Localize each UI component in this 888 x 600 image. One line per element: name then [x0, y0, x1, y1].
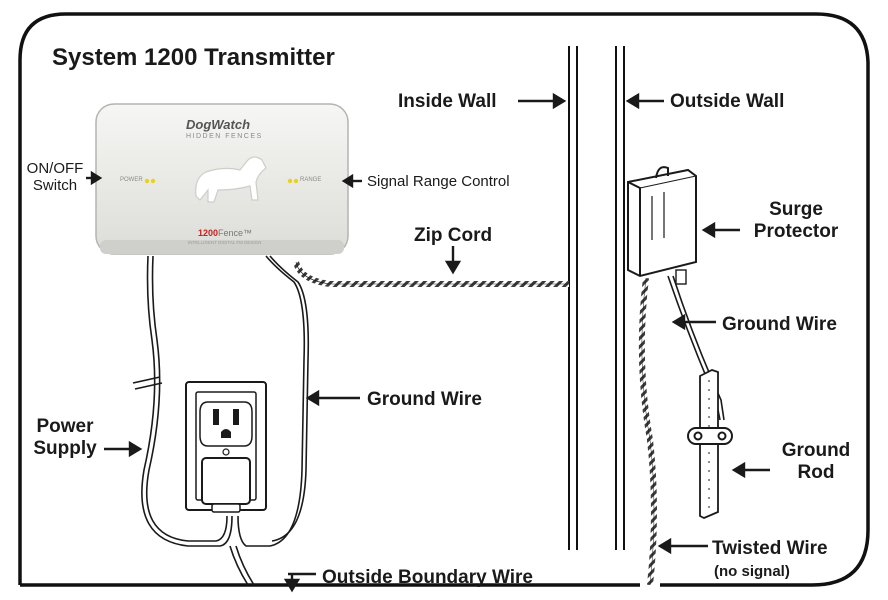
model-name: Fence [218, 228, 244, 238]
boundary-wire [229, 545, 249, 586]
twisted-wire-label: Twisted Wire [712, 538, 828, 559]
device-model: 1200Fence™ [198, 228, 252, 238]
surge-protector-line-1: Surge [769, 199, 823, 220]
ground-rod-line-2: Rod [797, 461, 835, 483]
ground-wire-right-label: Ground Wire [722, 314, 837, 335]
surge-protector-label: Surge Protector [740, 199, 852, 243]
ground-clamp-icon [687, 427, 733, 445]
power-led-label: POWER [120, 177, 143, 183]
model-suffix: ™ [243, 228, 253, 238]
ground-rod-line-1: Ground [781, 440, 851, 461]
device-brand: DogWatch [186, 117, 251, 132]
power-led [144, 178, 150, 184]
power-supply-line-1: Power [36, 416, 94, 437]
ground-wire-left-label: Ground Wire [367, 389, 482, 410]
outlet-icon [185, 381, 267, 513]
on-off-switch-line-1: ON/OFF [26, 160, 84, 177]
dog-silhouette-icon [195, 156, 267, 203]
inside-wall-label: Inside Wall [398, 91, 497, 112]
left-ground-wire [237, 255, 306, 547]
power-supply-label: Power Supply [26, 416, 104, 460]
diagram-frame [18, 12, 870, 587]
outside-wall [615, 46, 625, 550]
ground-rod-label: Ground Rod [772, 440, 860, 484]
range-led-label: RANGE [300, 177, 322, 183]
twisted-wire [638, 277, 657, 586]
signal-range-control-label: Signal Range Control [367, 173, 510, 190]
on-off-switch-label: ON/OFF Switch [24, 160, 86, 195]
surge-protector-line-2: Protector [753, 220, 839, 242]
no-signal-label: (no signal) [714, 563, 790, 580]
power-supply-line-2: Supply [33, 437, 97, 459]
arrow-icon [86, 92, 770, 593]
range-led [287, 178, 293, 184]
zip-cord [293, 261, 569, 287]
device-fineprint: INTELLIGENT DIGITAL FM DESIGN [188, 240, 262, 245]
surge-protector-icon [627, 166, 697, 285]
device-subtitle: HIDDEN FENCES [186, 133, 263, 140]
outside-boundary-wire-label: Outside Boundary Wire [322, 567, 533, 588]
power-supply-wire [141, 255, 233, 547]
model-number: 1200 [198, 228, 219, 238]
diagram-title: System 1200 Transmitter [52, 44, 335, 71]
zip-cord-label: Zip Cord [414, 225, 493, 246]
on-off-switch-line-2: Switch [32, 177, 78, 195]
power-adapter [201, 457, 251, 505]
transmitter-box [95, 103, 349, 255]
inside-wall [568, 46, 578, 550]
outside-wall-label: Outside Wall [670, 91, 785, 112]
